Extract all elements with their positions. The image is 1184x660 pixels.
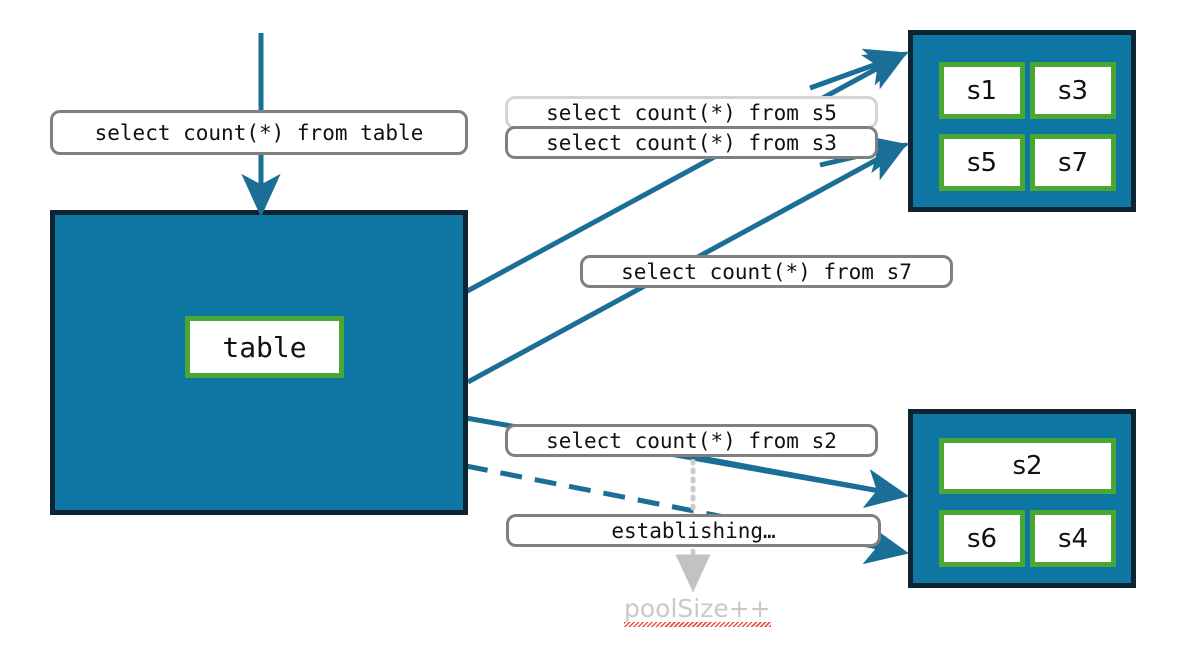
query-label-s2[interactable]: select count(*) from s2: [505, 424, 878, 457]
server-cell-s6[interactable]: s6: [939, 510, 1025, 567]
query-label-s2-text: select count(*) from s2: [546, 428, 837, 453]
table-container-box: table: [50, 210, 468, 515]
server-label-s1: s1: [966, 75, 998, 106]
table-node-label: table: [222, 330, 307, 364]
server-label-s2: s2: [1012, 451, 1043, 481]
server-cell-s3[interactable]: s3: [1030, 62, 1116, 119]
query-label-table-text: select count(*) from table: [94, 120, 424, 145]
poolsize-annotation-text: poolSize++: [624, 594, 771, 623]
query-label-s3[interactable]: select count(*) from s3: [505, 126, 878, 159]
server-cell-s5[interactable]: s5: [939, 134, 1025, 191]
lower-server-group: s2 s6 s4: [908, 409, 1136, 588]
poolsize-annotation: poolSize++: [624, 594, 771, 627]
server-label-s6: s6: [966, 523, 998, 554]
server-label-s7: s7: [1057, 147, 1089, 178]
edge-tip-upper-a: [809, 48, 909, 91]
server-cell-s2[interactable]: s2: [939, 438, 1116, 494]
edge-tip-lower-a: [689, 453, 909, 508]
status-label-establishing-text: establishing…: [611, 518, 776, 543]
query-label-table[interactable]: select count(*) from table: [50, 110, 468, 155]
server-label-s4: s4: [1057, 523, 1089, 554]
spellcheck-underline: [624, 622, 771, 627]
status-label-establishing[interactable]: establishing…: [506, 514, 881, 547]
query-label-s5-text: select count(*) from s5: [546, 100, 837, 125]
upper-server-group: s1 s3 s5 s7: [908, 30, 1136, 212]
query-label-s7-text: select count(*) from s7: [621, 259, 912, 284]
query-label-s3-text: select count(*) from s3: [546, 130, 837, 155]
query-label-s5[interactable]: select count(*) from s5: [505, 96, 878, 129]
server-label-s5: s5: [966, 147, 998, 178]
server-cell-s4[interactable]: s4: [1030, 510, 1116, 567]
table-node[interactable]: table: [185, 316, 344, 378]
server-cell-s1[interactable]: s1: [939, 62, 1025, 119]
server-cell-s7[interactable]: s7: [1030, 134, 1116, 191]
query-label-s7[interactable]: select count(*) from s7: [580, 255, 953, 288]
server-label-s3: s3: [1057, 75, 1089, 106]
